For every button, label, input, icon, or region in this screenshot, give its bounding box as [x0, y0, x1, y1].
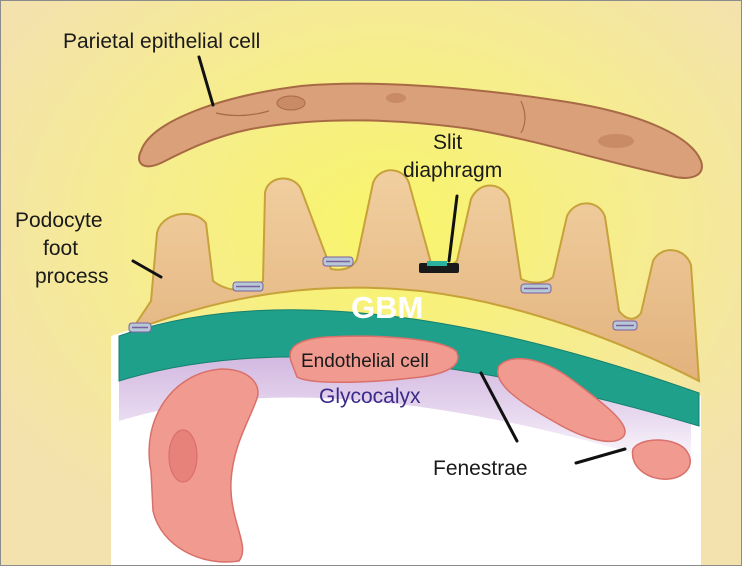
parietal-nucleus — [277, 96, 305, 110]
podocyte-label-line2: foot — [43, 237, 78, 260]
glycocalyx-label: Glycocalyx — [319, 385, 421, 408]
slit-diaphragm-label-line1: Slit — [433, 131, 462, 154]
gbm-label: GBM — [351, 290, 423, 325]
fenestrae-label: Fenestrae — [433, 457, 528, 480]
podocyte-label-line1: Podocyte — [15, 209, 103, 232]
slit-diaphragm — [129, 323, 151, 332]
slit-diaphragm — [521, 284, 551, 293]
slit-diaphragm — [233, 282, 263, 291]
slit-diaphragm-label-line2: diaphragm — [403, 159, 502, 182]
endothelial-nucleus — [169, 430, 197, 482]
parietal-epithelial-cell-label: Parietal epithelial cell — [63, 30, 260, 53]
podocyte-label-line3: process — [35, 265, 109, 288]
parietal-nucleus — [598, 134, 634, 148]
parietal-nucleus — [386, 93, 406, 103]
slit-diaphragm — [613, 321, 637, 330]
slit-diaphragm — [323, 257, 353, 266]
endothelial-cell-label: Endothelial cell — [301, 351, 429, 372]
